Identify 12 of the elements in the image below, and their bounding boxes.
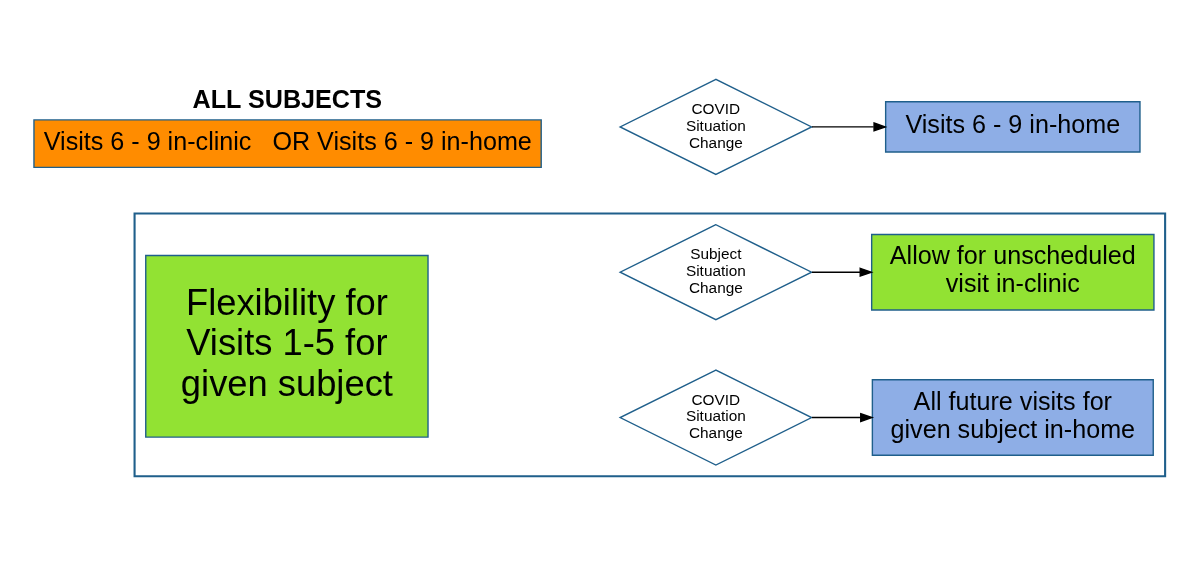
- node-diamond: Subject Situation Change: [618, 223, 814, 320]
- node-diamond: COVID Situation Change: [618, 78, 814, 175]
- node-box: Visits 6 - 9 in-home: [884, 100, 1141, 153]
- node-label: ALL SUBJECTS: [192, 84, 383, 113]
- node-diamond: COVID Situation Change: [618, 368, 814, 466]
- arrow: [811, 121, 888, 132]
- node-box: Allow for unscheduled visit in-clinic: [870, 233, 1155, 311]
- arrow: [811, 412, 875, 422]
- cluster: [133, 212, 1167, 477]
- arrow: [811, 266, 874, 277]
- node-box: Flexibility for Visits 1-5 for given subject: [145, 254, 429, 438]
- node-box: All future visits for given subject in-home: [871, 378, 1154, 456]
